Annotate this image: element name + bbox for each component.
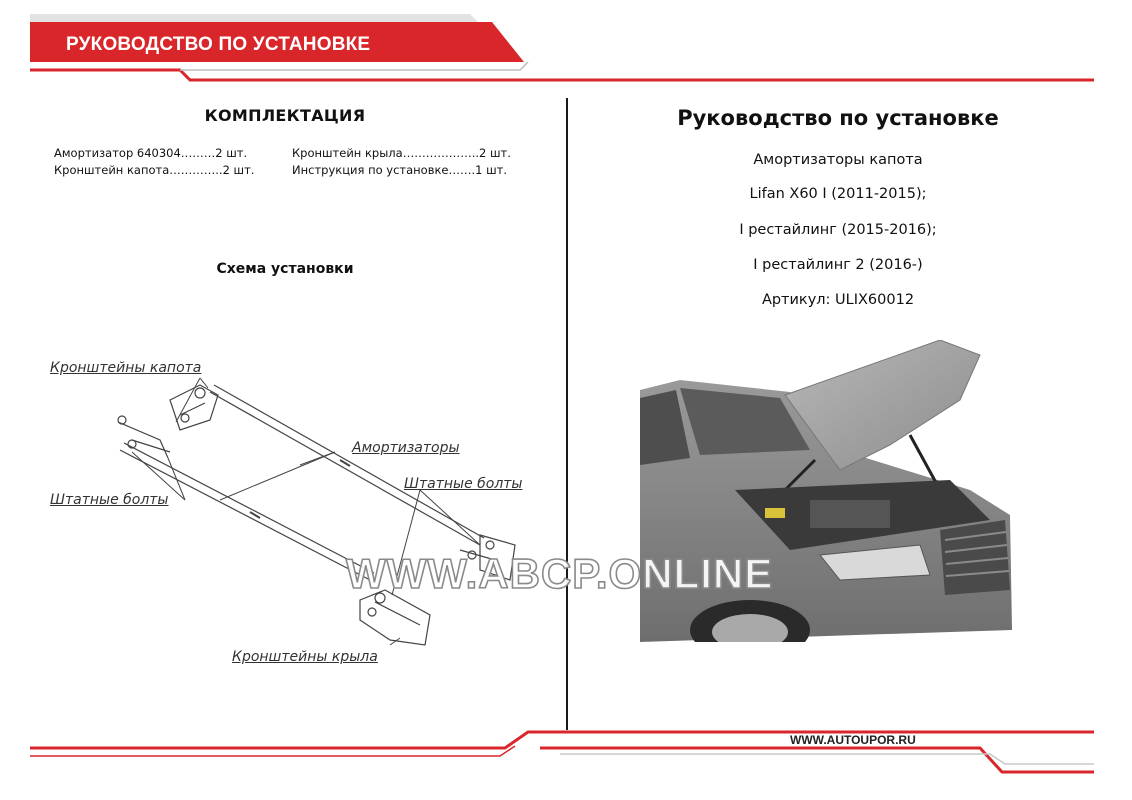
kit-title: КОМПЛЕКТАЦИЯ bbox=[204, 106, 366, 125]
product-model-line: I рестайлинг (2015-2016); bbox=[739, 222, 937, 238]
callout-std-bolts-right: Штатные болты bbox=[404, 476, 523, 492]
product-title: Руководство по установке bbox=[677, 106, 999, 130]
footer-url[interactable]: WWW.AUTOUPOR.RU bbox=[790, 733, 916, 747]
car-photo bbox=[640, 340, 1012, 642]
watermark: WWW.ABCP.ONLINE bbox=[345, 549, 774, 598]
footer-banner bbox=[30, 730, 1094, 774]
header-banner bbox=[30, 14, 1094, 82]
product-model-line: I рестайлинг 2 (2016-) bbox=[753, 257, 923, 273]
kit-item: Кронштейн крыла………………..2 шт. bbox=[292, 146, 511, 160]
kit-item: Инструкция по установке…….1 шт. bbox=[292, 163, 508, 177]
product-subtitle: Амортизаторы капота bbox=[753, 152, 923, 168]
page-header-title: РУКОВОДСТВО ПО УСТАНОВКЕ bbox=[66, 34, 371, 55]
kit-item: Амортизатор 640304………2 шт. bbox=[54, 146, 248, 160]
kit-item: Кронштейн капота…………..2 шт. bbox=[54, 163, 255, 177]
installation-diagram bbox=[117, 377, 516, 646]
callout-shocks: Амортизаторы bbox=[352, 440, 460, 456]
product-article: Артикул: ULIX60012 bbox=[761, 292, 915, 308]
column-divider bbox=[566, 98, 568, 730]
callout-fender-brackets: Кронштейны крыла bbox=[232, 649, 378, 665]
callout-hood-brackets: Кронштейны капота bbox=[50, 360, 202, 376]
scheme-title: Схема установки bbox=[216, 261, 354, 277]
callout-std-bolts-left: Штатные болты bbox=[50, 492, 169, 508]
product-model-line: Lifan X60 I (2011-2015); bbox=[749, 186, 927, 202]
